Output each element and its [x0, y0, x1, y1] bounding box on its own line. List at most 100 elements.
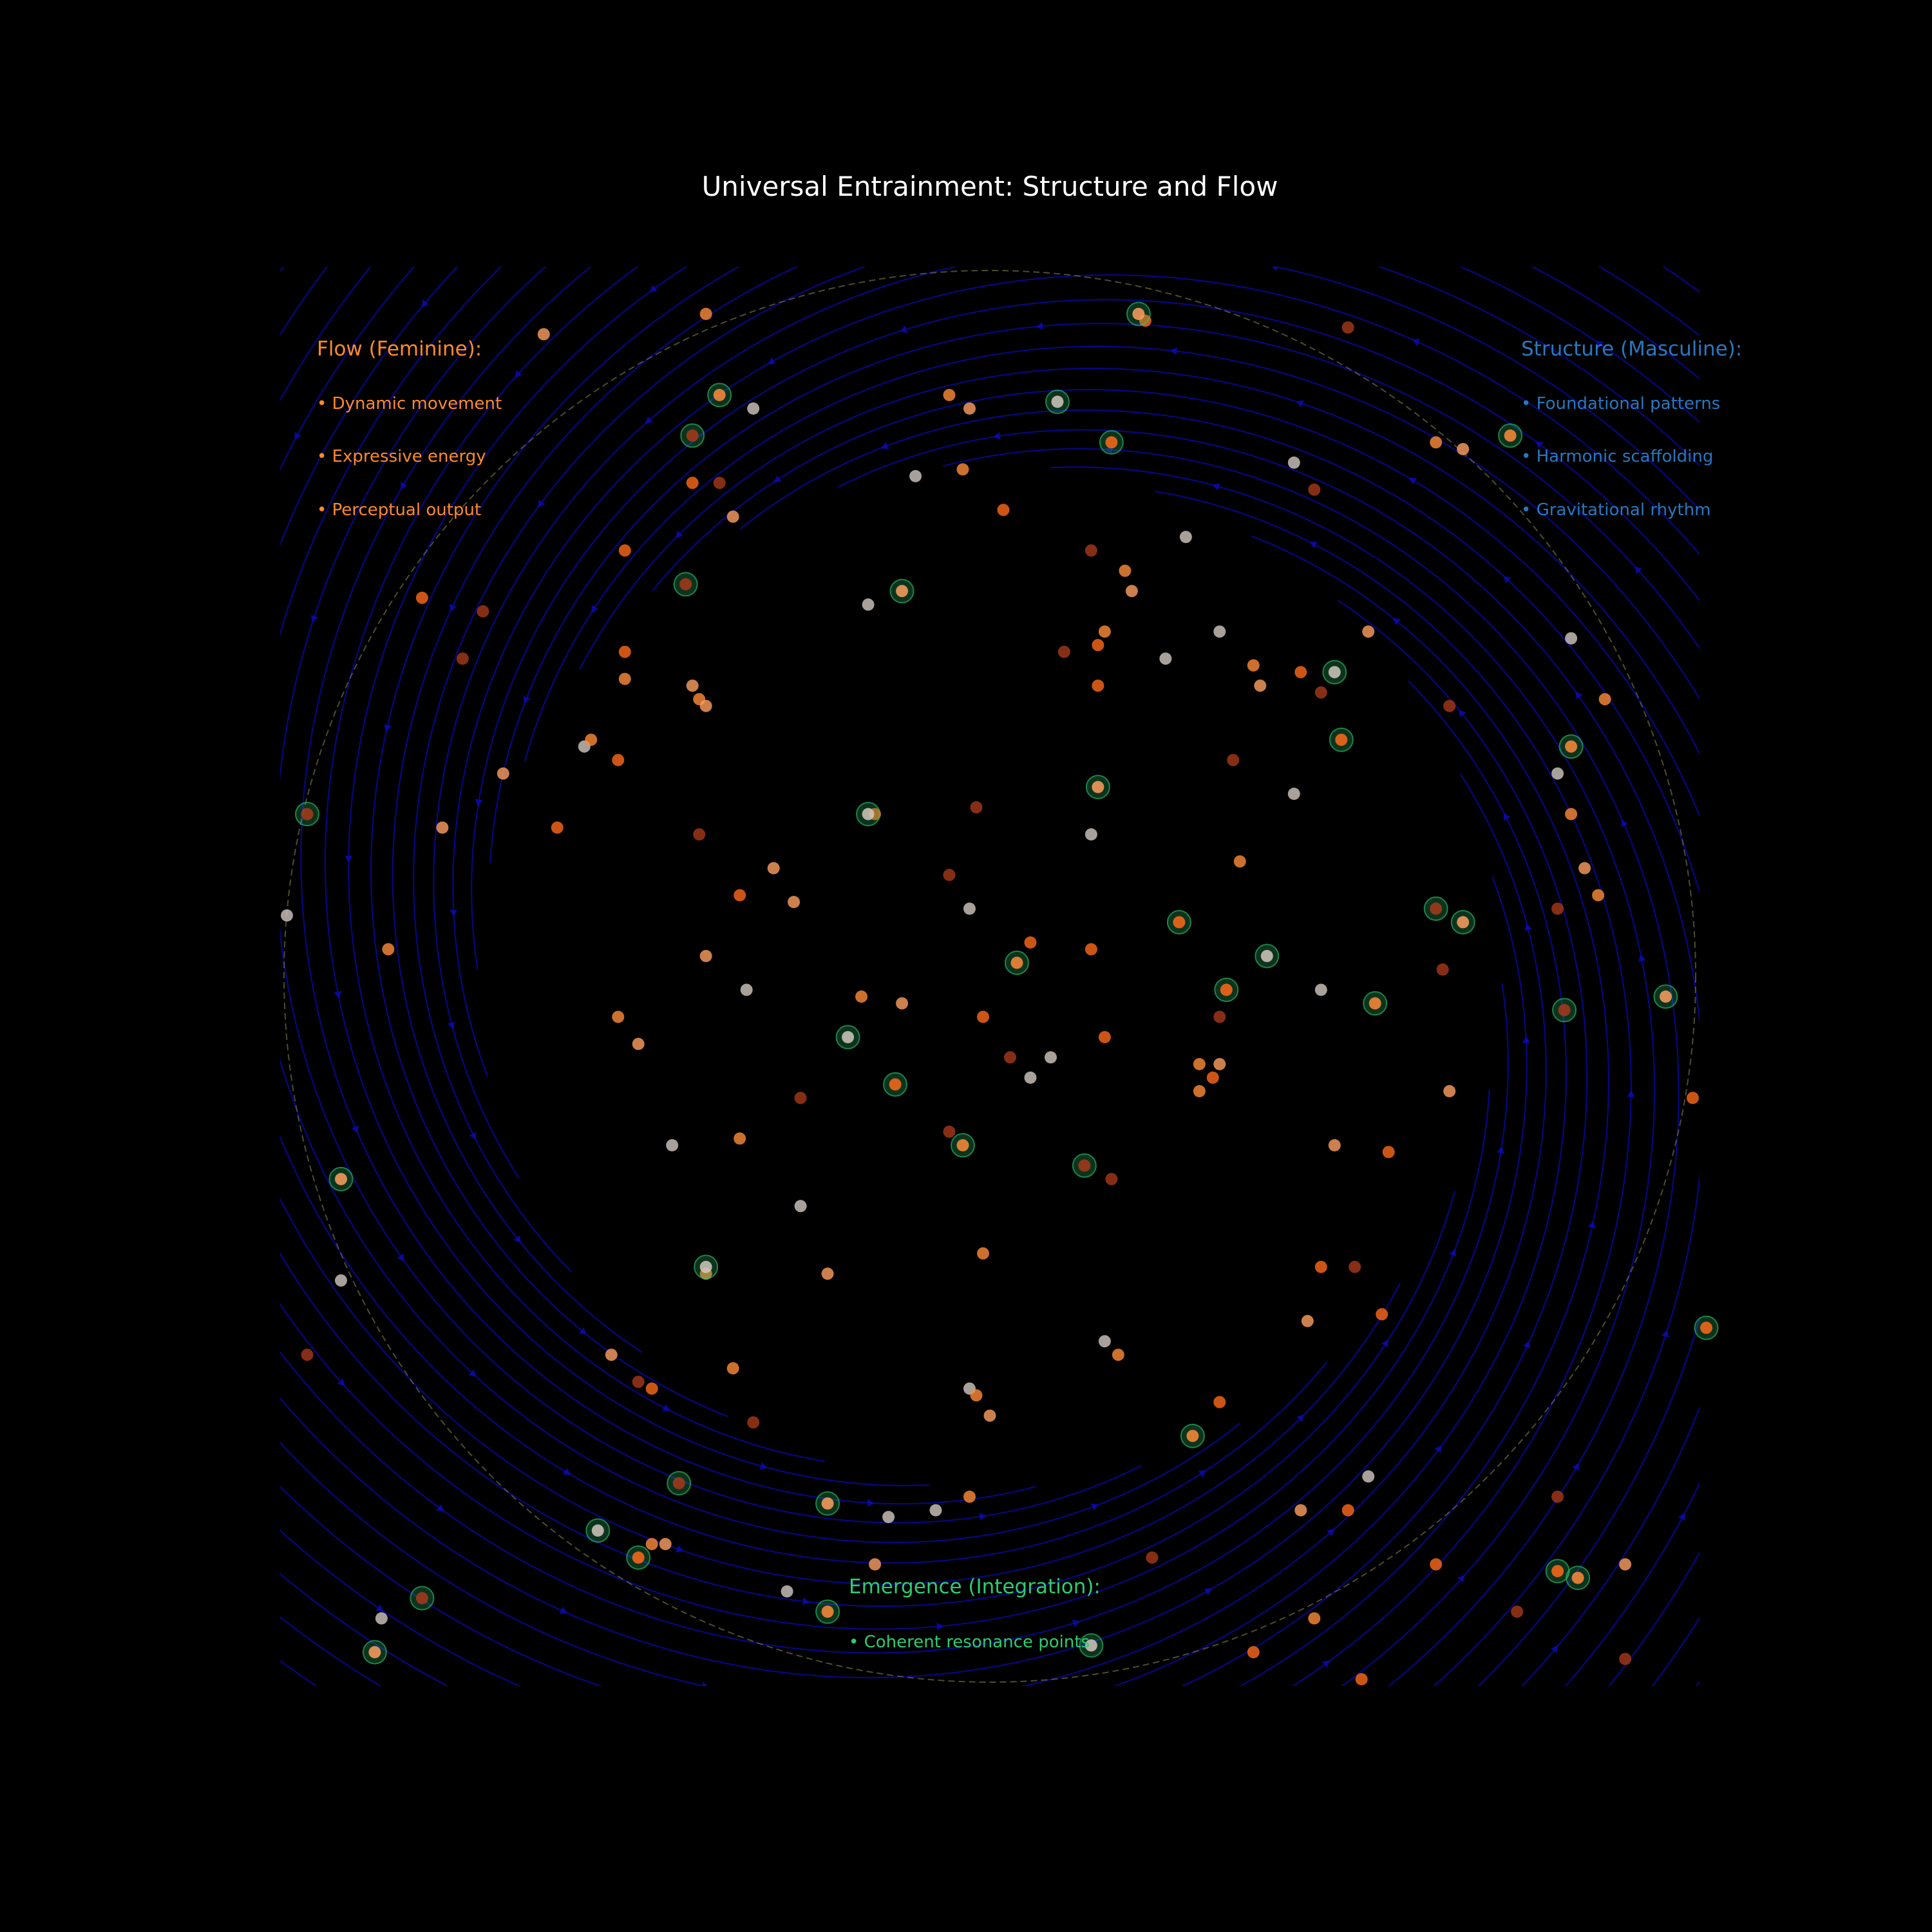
- resonance-core: [1551, 1565, 1564, 1578]
- particle-point: [1213, 625, 1226, 638]
- streamline-6: [280, 267, 1328, 1564]
- streamline-arrow: [1198, 1470, 1207, 1478]
- emergence-heading: Emergence (Integration):: [849, 1575, 1101, 1598]
- particle-point: [1328, 1139, 1341, 1151]
- particle-point: [1382, 1146, 1395, 1159]
- streamline-arrow: [1296, 1414, 1305, 1423]
- resonance-core: [1132, 308, 1145, 320]
- particle-point: [977, 1010, 989, 1023]
- particle-point: [632, 1376, 645, 1388]
- particle-point: [281, 909, 293, 922]
- streamline-8: [280, 267, 1456, 1607]
- particle-point: [1376, 1308, 1388, 1321]
- streamline-arrow: [1572, 1463, 1579, 1472]
- streamline-arrow: [563, 1468, 571, 1475]
- particle-point: [1057, 645, 1070, 658]
- particle-point: [1511, 1605, 1524, 1618]
- particle-point: [929, 1504, 942, 1517]
- particle-point: [659, 1538, 672, 1551]
- resonance-core: [368, 1646, 381, 1658]
- particle-point: [415, 591, 428, 604]
- boundary-circle: [283, 270, 1696, 1683]
- particle-point: [632, 1037, 645, 1050]
- resonance-core: [713, 388, 726, 401]
- particle-point: [1308, 1612, 1321, 1625]
- particle-point: [943, 388, 956, 401]
- particle-point: [1314, 983, 1327, 996]
- streamline-19: [838, 429, 1700, 1686]
- resonance-point: [883, 1072, 908, 1097]
- streamline-arrow: [1551, 1645, 1558, 1654]
- streamline-arrow: [992, 431, 1001, 440]
- particle-point: [1578, 862, 1591, 875]
- streamline-arrow: [1522, 1036, 1530, 1043]
- resonance-point: [1450, 910, 1475, 934]
- particle-point: [1159, 652, 1172, 665]
- particle-point: [1430, 436, 1443, 449]
- resonance-core: [1051, 395, 1064, 408]
- particle-point: [747, 402, 760, 415]
- streamline-arrow: [899, 325, 908, 333]
- particle-point: [1092, 639, 1104, 652]
- resonance-core: [335, 1173, 347, 1186]
- streamline-arrow: [1524, 923, 1533, 931]
- streamline-arrow: [1090, 1503, 1099, 1511]
- resonance-core: [1328, 666, 1341, 679]
- particle-point: [1105, 1173, 1118, 1186]
- resonance-point: [626, 1545, 651, 1570]
- particle-point: [747, 1416, 760, 1429]
- streamline-17: [280, 466, 1656, 1686]
- particle-point: [1213, 1010, 1226, 1023]
- streamline-arrow: [1595, 341, 1604, 348]
- streamline-10: [280, 267, 1509, 1654]
- streamline-arrow: [802, 1597, 810, 1605]
- particle-point: [699, 950, 712, 962]
- streamline-24: [489, 323, 1700, 1686]
- resonance-core: [1092, 781, 1104, 793]
- particle-point: [1443, 1084, 1456, 1097]
- flow-heading: Flow (Feminine):: [317, 337, 482, 361]
- streamline-arrow: [979, 1513, 987, 1521]
- particle-point: [943, 869, 956, 882]
- particle-point: [855, 990, 868, 1003]
- streamline-arrow: [469, 1132, 477, 1141]
- streamline-3: [300, 267, 1037, 1505]
- resonance-point: [1079, 1633, 1104, 1658]
- streamline-5: [280, 267, 1240, 1544]
- streamline-arrow: [1296, 400, 1304, 408]
- streamline-25: [471, 299, 1700, 1686]
- resonance-core: [1660, 990, 1672, 1003]
- particle-point: [794, 1200, 807, 1213]
- resonance-core: [679, 578, 692, 591]
- particle-point: [1362, 1470, 1375, 1483]
- particle-point: [734, 1132, 746, 1145]
- streamline-arrow: [515, 370, 522, 378]
- streamline-arrow: [1381, 1340, 1389, 1348]
- streamline-arrow: [645, 416, 653, 424]
- particle-point: [1024, 1071, 1037, 1084]
- streamline-arrow: [1434, 1444, 1442, 1454]
- resonance-point: [1180, 1423, 1205, 1448]
- particle-point: [956, 463, 969, 476]
- particle-point: [1287, 788, 1300, 800]
- particle-point: [740, 983, 753, 996]
- particle-point: [1551, 1490, 1564, 1503]
- resonance-point: [1498, 423, 1523, 448]
- resonance-point: [667, 1471, 692, 1496]
- particle-point: [699, 699, 712, 712]
- particle-point: [693, 828, 706, 841]
- resonance-point: [694, 1255, 719, 1280]
- structure-item-1: • Foundational patterns: [1521, 394, 1720, 413]
- particle-point: [335, 1274, 347, 1287]
- particle-point: [537, 328, 550, 341]
- streamline-20: [739, 409, 1700, 1686]
- resonance-point: [1005, 951, 1029, 975]
- streamline-arrow: [1497, 1146, 1505, 1154]
- particle-point: [1146, 1551, 1159, 1564]
- resonance-core: [1105, 436, 1118, 449]
- streamline-arrow: [401, 481, 408, 490]
- streamline-arrow: [397, 1253, 404, 1262]
- streamline-arrow: [421, 299, 429, 308]
- particle-point: [1687, 1092, 1699, 1104]
